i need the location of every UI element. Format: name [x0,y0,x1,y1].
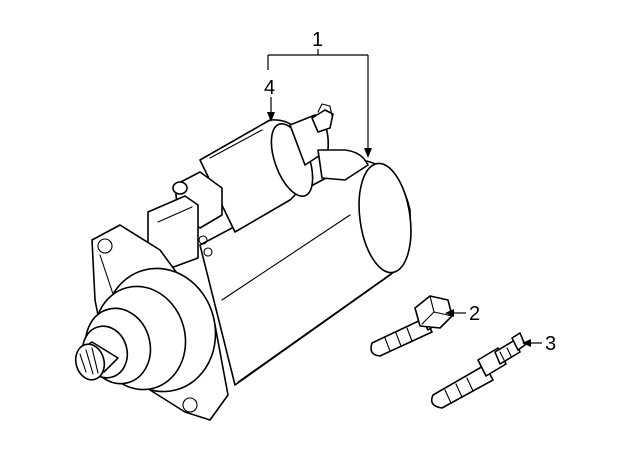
callout-4-leader [267,97,275,122]
callout-3-leader [522,339,542,347]
solenoid [199,103,369,233]
motor-housing [199,159,412,386]
drive-end-nose [81,267,217,393]
callout-label-2: 2 [469,303,480,325]
callout-1-leaders [267,49,372,158]
pinion-gear [74,341,119,381]
callout-label-1: 1 [312,29,323,51]
starter-motor-assembly [74,103,412,421]
callout-label-3: 3 [545,333,556,355]
callout-2-leader [445,309,466,317]
bolt-3 [430,332,526,409]
bolt-2 [370,295,453,357]
callout-label-4: 4 [264,77,275,99]
